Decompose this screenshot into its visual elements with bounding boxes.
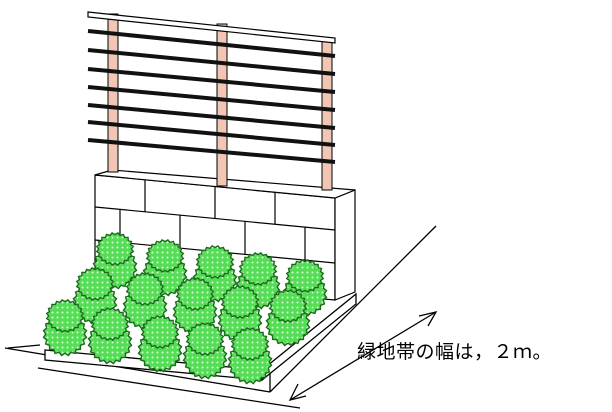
width-dimension-arrow [288,311,438,401]
shrub [182,322,228,380]
shrub [92,232,138,290]
green-belt-width-caption: 緑地帯の幅は，２ｍ。 [357,341,553,363]
fence-post [107,13,119,173]
shrub [172,277,218,335]
fence-top-cap [87,11,336,44]
shrub [87,307,133,365]
fence-rails [87,29,336,164]
fence-post [216,23,228,187]
fence [87,11,336,191]
fence-post [321,39,333,191]
shrub [137,315,183,373]
shrub [42,299,88,357]
shrub [227,327,273,385]
shrubs [42,232,328,385]
shrub [265,289,311,347]
shrub [72,267,118,325]
